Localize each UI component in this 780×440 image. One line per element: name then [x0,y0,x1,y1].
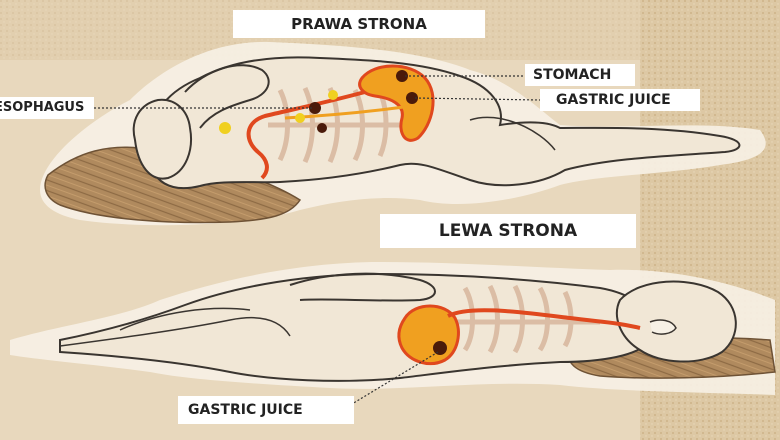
bottom-gastric-juice-dot [433,341,447,355]
top-yellow-spot [295,113,305,123]
right-side-figure [40,41,766,226]
left-side-figure [10,262,776,405]
bottom-esophagus-tract [447,308,641,330]
esophagus-label: ESOPHAGUS [0,97,94,119]
bottom-head [615,280,737,363]
stomach-label: STOMACH [525,64,635,86]
title-right-side: PRAWA STRONA [233,10,485,38]
bottom-face [649,319,677,335]
top-yellow-spot [328,90,338,100]
title-left-side: LEWA STRONA [380,214,636,248]
bottom-leg-upper [119,307,251,331]
top-yellow-spot [219,122,231,134]
top-gastric-juice-dot [406,92,418,104]
top-head [132,98,192,180]
top-stomach [358,64,435,142]
top-esophagus-dot [309,102,321,114]
gastric-juice-bottom-leader [351,351,439,405]
bottom-leg [59,317,291,347]
top-small-dot [317,123,327,133]
top-gastric-juice-dot [396,70,408,82]
top-knee [469,116,556,151]
gastric-juice-top-leader [414,97,541,101]
gastric-juice-top-label: GASTRIC JUICE [540,89,700,111]
bottom-arm [289,272,436,302]
gastric-juice-bottom-label: GASTRIC JUICE [178,396,354,424]
top-arm [184,64,270,129]
top-body [147,56,741,190]
